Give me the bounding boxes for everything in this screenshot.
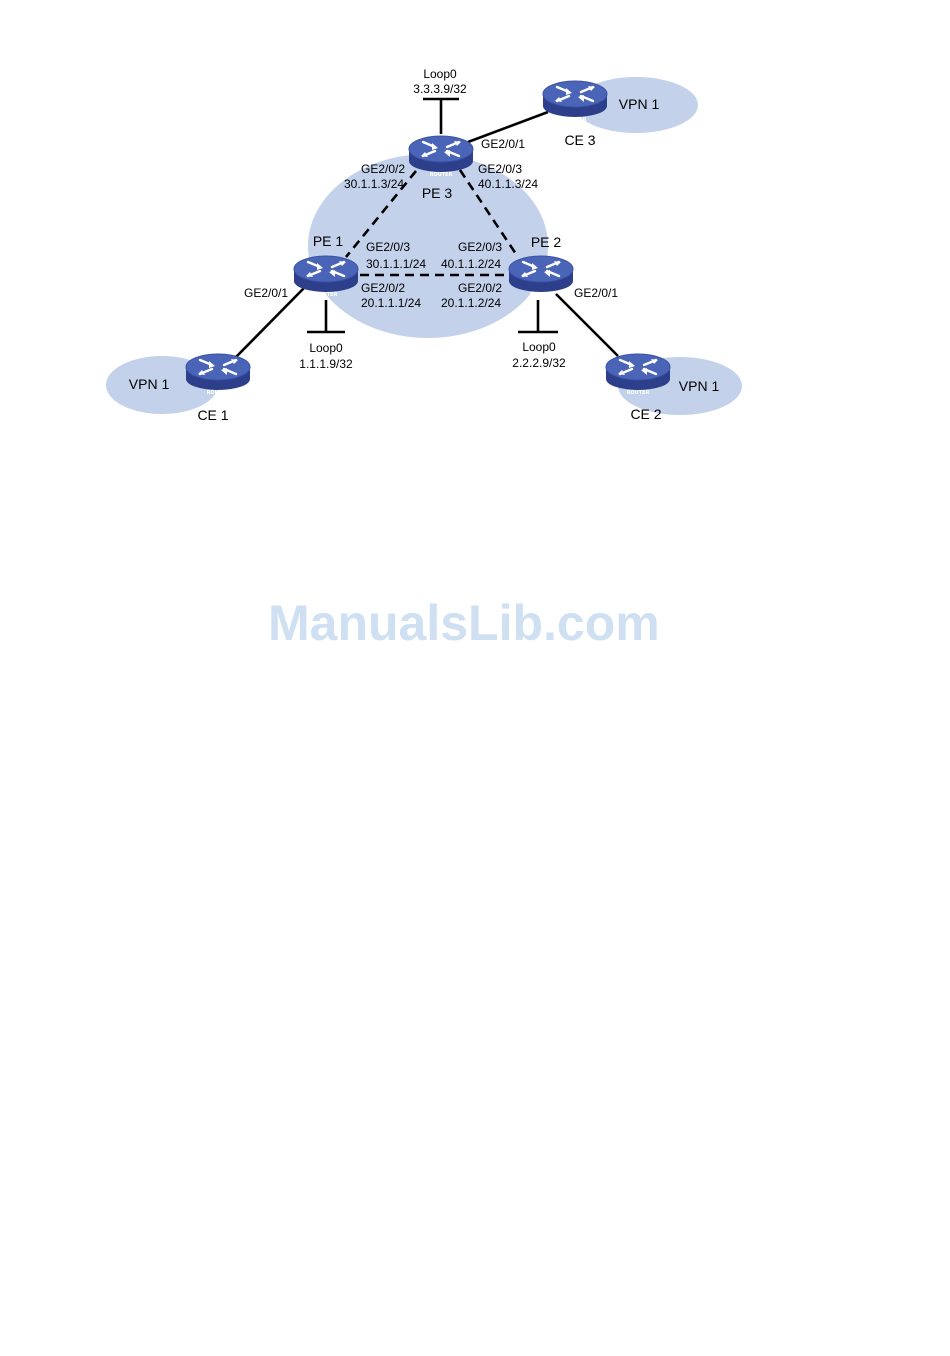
router-icon bbox=[606, 354, 670, 390]
loopback-ip-pe3: 3.3.3.9/32 bbox=[413, 82, 467, 96]
router-tag-pe1: ROUTER bbox=[315, 292, 338, 298]
if-pe2-ge2-name: GE2/0/2 bbox=[458, 281, 502, 295]
if-pe3-ge2-name: GE2/0/2 bbox=[361, 162, 405, 176]
vpn-label-ce3: VPN 1 bbox=[619, 96, 660, 112]
router-tag-pe3: ROUTER bbox=[430, 172, 453, 178]
if-pe3-ge3-name: GE2/0/3 bbox=[478, 162, 522, 176]
router-name-pe3: PE 3 bbox=[422, 185, 453, 201]
if-pe2-ge3-name: GE2/0/3 bbox=[458, 240, 502, 254]
if-pe3-ge3-ip: 40.1.1.3/24 bbox=[478, 177, 538, 191]
router-name-pe1: PE 1 bbox=[313, 233, 344, 249]
if-pe1-ge2-ip: 20.1.1.1/24 bbox=[361, 296, 421, 310]
if-pe1-ge2-name: GE2/0/2 bbox=[361, 281, 405, 295]
loopback-name-pe2: Loop0 bbox=[522, 340, 556, 354]
if-pe1-ge3-name: GE2/0/3 bbox=[366, 240, 410, 254]
if-pe3-ge1-name: GE2/0/1 bbox=[481, 137, 525, 151]
router-tag-ce1: ROUTER bbox=[207, 390, 230, 396]
router-name-ce2: CE 2 bbox=[630, 406, 661, 422]
loopback-ip-pe2: 2.2.2.9/32 bbox=[512, 356, 566, 370]
router-name-pe2: PE 2 bbox=[531, 234, 562, 250]
router-icon bbox=[509, 256, 573, 292]
loopback-name-pe1: Loop0 bbox=[309, 341, 343, 355]
vpn-label-ce1: VPN 1 bbox=[129, 376, 170, 392]
if-pe2-ge2-ip: 20.1.1.2/24 bbox=[441, 296, 501, 310]
router-icon bbox=[294, 256, 358, 292]
router-tag-ce2: ROUTER bbox=[627, 390, 650, 396]
if-pe2-ge1-name: GE2/0/1 bbox=[574, 286, 618, 300]
if-pe2-ge3-ip: 40.1.1.2/24 bbox=[441, 257, 501, 271]
loopback-ip-pe1: 1.1.1.9/32 bbox=[299, 357, 353, 371]
router-name-ce1: CE 1 bbox=[197, 407, 228, 423]
link-pe2-ce2 bbox=[556, 294, 618, 356]
router-icon bbox=[409, 136, 473, 172]
router-icon bbox=[543, 81, 607, 117]
router-icon bbox=[186, 354, 250, 390]
if-pe3-ge2-ip: 30.1.1.3/24 bbox=[344, 177, 404, 191]
watermark-text: ManualsLib.com bbox=[268, 594, 660, 652]
vpn-label-ce2: VPN 1 bbox=[679, 378, 720, 394]
router-tag-pe2: ROUTER bbox=[530, 292, 553, 298]
if-pe1-ge3-ip: 30.1.1.1/24 bbox=[366, 257, 426, 271]
loopback-name-pe3: Loop0 bbox=[423, 67, 457, 81]
router-tag-ce3: ROUTER bbox=[564, 117, 587, 123]
if-pe1-ge1-name: GE2/0/1 bbox=[244, 286, 288, 300]
router-name-ce3: CE 3 bbox=[564, 132, 595, 148]
